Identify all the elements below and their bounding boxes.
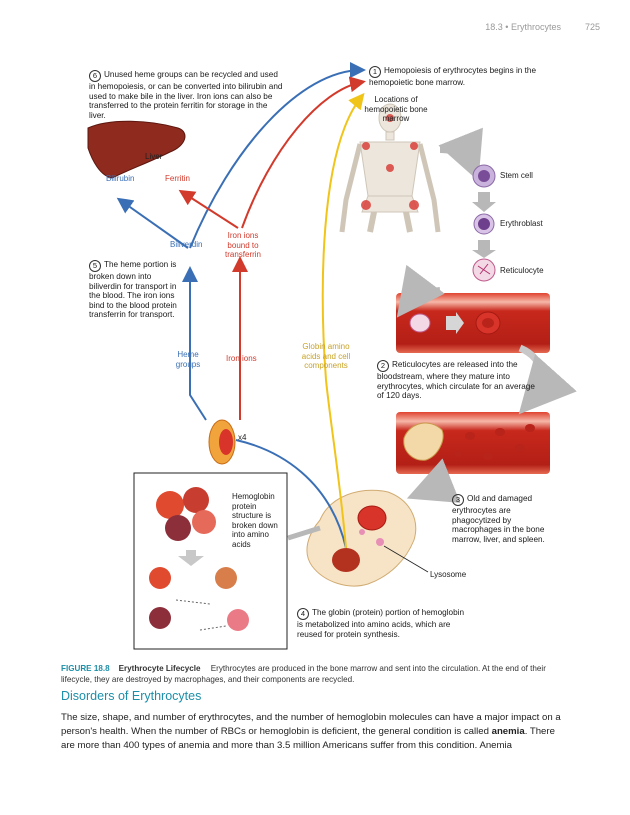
- step-1-text: Hemopoiesis of erythrocytes begins in th…: [369, 66, 537, 87]
- step-6-text: Unused heme groups can be recycled and u…: [89, 70, 283, 120]
- figure-title: Erythrocyte Lifecycle: [118, 664, 201, 673]
- label-bilirubin: Bilirubin: [106, 174, 135, 183]
- figure-caption-text: Erythrocytes are produced in the bone ma…: [61, 664, 546, 684]
- step-3-text: Old and damaged erythrocytes are phagocy…: [452, 494, 545, 544]
- label-ferritin: Ferritin: [165, 174, 190, 183]
- label-erythroblast: Erythroblast: [500, 219, 543, 228]
- body-text-b: . There are more than 400 types of anemi…: [61, 726, 555, 751]
- body-text-a: The size, shape, and number of erythrocy…: [61, 712, 561, 737]
- step-4-text: The globin (protein) portion of hemoglob…: [297, 608, 465, 639]
- label-hemoglobin-box: Hemoglobin protein structure is broken d…: [232, 492, 278, 549]
- label-locations: Locations of hemopoietic bone marrow: [364, 95, 428, 123]
- figure-label: FIGURE 18.8: [61, 664, 110, 673]
- label-iron-ions: Iron ions: [226, 354, 257, 363]
- term-anemia: anemia: [491, 726, 525, 737]
- section-title: 18.3 • Erythrocytes: [485, 22, 561, 32]
- label-liver: Liver: [145, 152, 163, 161]
- body-paragraph: The size, shape, and number of erythrocy…: [61, 711, 569, 753]
- step-6-number: 6: [89, 70, 101, 82]
- step-2-text: Reticulocytes are released into the bloo…: [377, 360, 535, 401]
- section-heading: Disorders of Erythrocytes: [61, 689, 202, 703]
- running-head: 18.3 • Erythrocytes 725: [0, 22, 600, 32]
- step-5-number: 5: [89, 260, 101, 272]
- step-2-number: 2: [377, 360, 389, 372]
- figure-caption: FIGURE 18.8 Erythrocyte Lifecycle Erythr…: [61, 663, 569, 685]
- label-iron-bound: Iron ions bound to transferrin: [224, 231, 261, 259]
- label-stem-cell: Stem cell: [500, 171, 533, 180]
- label-reticulocyte: Reticulocyte: [500, 266, 544, 275]
- step-5-text: The heme portion is broken down into bil…: [89, 260, 177, 320]
- hemoglobin-molecule: [156, 487, 216, 541]
- label-x4: x4: [238, 433, 247, 442]
- label-heme-groups: Heme groups: [175, 350, 201, 369]
- liver-illustration: [87, 120, 186, 179]
- skeleton-illustration: [339, 103, 441, 233]
- erythrocyte-lifecycle-figure: [87, 62, 577, 650]
- step-4-number: 4: [297, 608, 309, 620]
- step-1-number: 1: [369, 66, 381, 78]
- label-lysosome: Lysosome: [430, 570, 467, 579]
- label-biliverdin: Biliverdin: [170, 240, 203, 249]
- step-3-number: 3: [452, 494, 464, 506]
- macrophage: [306, 489, 417, 587]
- label-globin: Globin amino acids and cell components: [301, 342, 351, 370]
- page-number: 725: [584, 22, 600, 32]
